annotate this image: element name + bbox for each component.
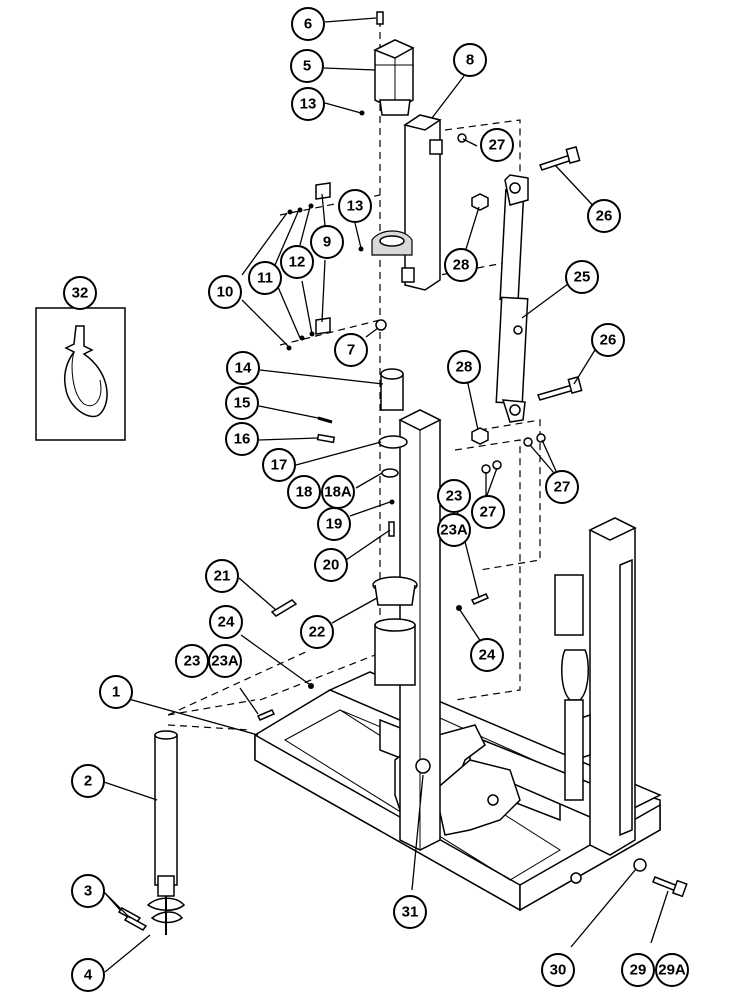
strap-clamp-icon	[63, 325, 108, 418]
callout-13b: 13	[338, 189, 372, 223]
post-and-auger	[117, 730, 186, 935]
callout-1: 1	[99, 675, 133, 709]
callout-label: 13	[300, 96, 317, 113]
callout-label: 16	[234, 431, 251, 448]
main-vertical-tube	[372, 409, 442, 851]
callout-20: 20	[314, 548, 348, 582]
callout-label: 2	[84, 773, 92, 790]
callout-label: 7	[347, 342, 355, 359]
callout-label: 27	[554, 479, 571, 496]
callout-label: 5	[303, 58, 311, 75]
callout-2: 2	[71, 764, 105, 798]
callout-label: 27	[480, 504, 497, 521]
callout-23-right: 23	[437, 479, 471, 513]
callout-label: 30	[550, 962, 567, 979]
callout-label: 14	[235, 360, 252, 377]
callout-24-left: 24	[209, 605, 243, 639]
callout-25: 25	[565, 260, 599, 294]
callout-label: 28	[453, 257, 470, 274]
callout-10: 10	[208, 275, 242, 309]
callout-label: 24	[218, 614, 235, 631]
callout-28-upper: 28	[444, 248, 478, 282]
callout-6: 6	[291, 7, 325, 41]
callout-label: 11	[257, 270, 273, 287]
callout-22: 22	[300, 615, 334, 649]
callout-18a: 18A	[321, 475, 355, 509]
callout-26-lower: 26	[591, 323, 625, 357]
callout-label: 32	[72, 285, 89, 302]
callout-23-left: 23	[175, 644, 209, 678]
callout-label: 19	[326, 516, 343, 533]
callout-label: 3	[84, 883, 92, 900]
callout-11: 11	[248, 261, 282, 295]
callout-label: 23A	[440, 522, 468, 539]
callout-27-right: 27	[545, 470, 579, 504]
callout-30: 30	[541, 953, 575, 987]
callout-24-right: 24	[470, 638, 504, 672]
callout-label: 22	[309, 624, 326, 641]
callout-16: 16	[225, 422, 259, 456]
callout-23a-right: 23A	[437, 513, 471, 547]
callout-label: 6	[304, 16, 312, 33]
callout-label: 23A	[211, 653, 239, 670]
callout-15: 15	[225, 386, 259, 420]
callout-8: 8	[453, 43, 487, 77]
hydraulic-cylinder	[495, 174, 529, 423]
callout-label: 17	[271, 457, 288, 474]
motor-assembly	[373, 11, 415, 116]
callout-label: 26	[600, 332, 617, 349]
callout-label: 10	[217, 284, 234, 301]
callout-label: 26	[596, 208, 613, 225]
callout-label: 31	[402, 904, 419, 921]
callout-14: 14	[226, 351, 260, 385]
callout-label: 29	[630, 962, 647, 979]
callout-label: 25	[574, 269, 591, 286]
callout-28-lower: 28	[447, 350, 481, 384]
callout-12: 12	[280, 245, 314, 279]
callout-label: 23	[446, 488, 463, 505]
callout-label: 18A	[324, 484, 352, 501]
callout-label: 4	[84, 967, 93, 984]
callout-label: 15	[234, 395, 251, 412]
callout-3: 3	[71, 874, 105, 908]
callout-13: 13	[291, 87, 325, 121]
base-frame	[254, 517, 662, 912]
upper-post	[371, 114, 443, 291]
callout-label: 27	[489, 137, 506, 154]
callout-label: 23	[184, 653, 201, 670]
fasteners	[256, 110, 688, 898]
callout-29a: 29A	[655, 953, 689, 987]
inset-box-32	[35, 307, 126, 441]
callout-27-mid: 27	[471, 495, 505, 529]
callout-5: 5	[290, 49, 324, 83]
callout-label: 1	[112, 684, 120, 701]
callout-21: 21	[205, 559, 239, 593]
callout-32: 32	[63, 276, 97, 310]
callout-19: 19	[317, 507, 351, 541]
callout-17: 17	[262, 448, 296, 482]
callout-31: 31	[393, 895, 427, 929]
callout-27-top: 27	[480, 128, 514, 162]
callout-label: 12	[289, 254, 306, 271]
callout-label: 20	[323, 557, 340, 574]
callout-4: 4	[71, 958, 105, 992]
callout-label: 24	[479, 647, 496, 664]
callout-label: 21	[214, 568, 231, 585]
callout-label: 28	[456, 359, 473, 376]
callout-23a-left: 23A	[208, 644, 242, 678]
callout-7: 7	[334, 333, 368, 367]
callout-26-upper: 26	[587, 199, 621, 233]
callout-18: 18	[287, 475, 321, 509]
callout-label: 29A	[658, 962, 686, 979]
callout-label: 13	[347, 198, 364, 215]
callout-label: 18	[296, 484, 313, 501]
callout-29: 29	[621, 953, 655, 987]
callout-label: 9	[323, 234, 331, 251]
callout-label: 8	[466, 52, 474, 69]
callout-9: 9	[310, 225, 344, 259]
